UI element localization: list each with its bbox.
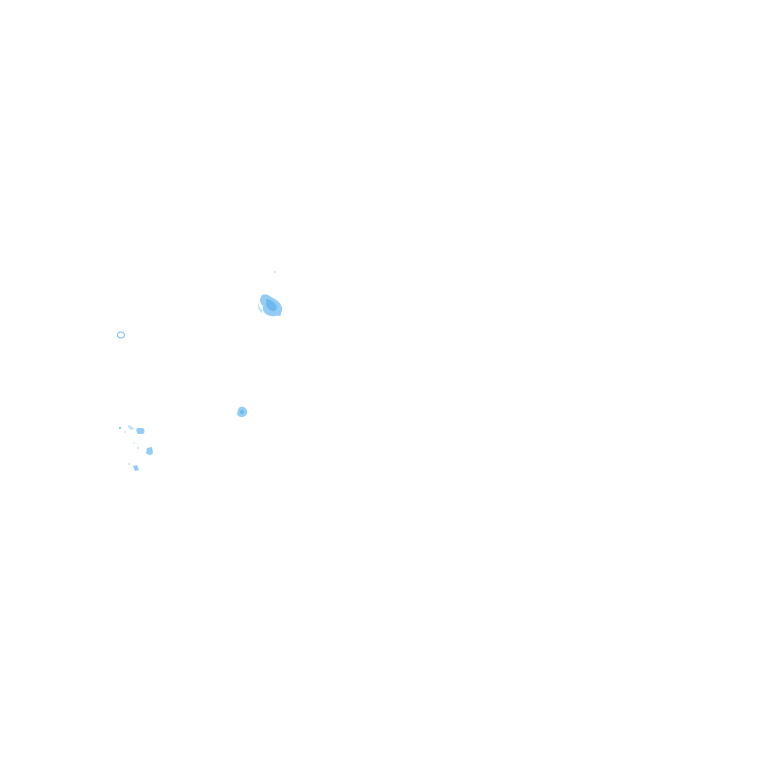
radar-echo <box>277 312 281 316</box>
radar-echo <box>118 426 122 430</box>
radar-echo <box>136 428 145 434</box>
radar-echo <box>133 442 135 444</box>
radar-echo <box>128 463 130 465</box>
radar-echo <box>133 465 139 471</box>
radar-echo <box>266 299 277 312</box>
radar-echo <box>116 331 126 339</box>
radar-echo-cluster-southwest <box>118 425 153 471</box>
radar-echo <box>146 447 153 455</box>
radar-echo <box>240 410 244 414</box>
radar-echo <box>274 271 276 273</box>
radar-echo <box>137 447 139 449</box>
radar-echo <box>258 302 263 313</box>
radar-echo-cluster-mid <box>237 406 248 418</box>
radar-echo <box>128 425 134 430</box>
radar-echo-cluster-main <box>258 294 283 317</box>
radar-echo <box>124 431 126 433</box>
